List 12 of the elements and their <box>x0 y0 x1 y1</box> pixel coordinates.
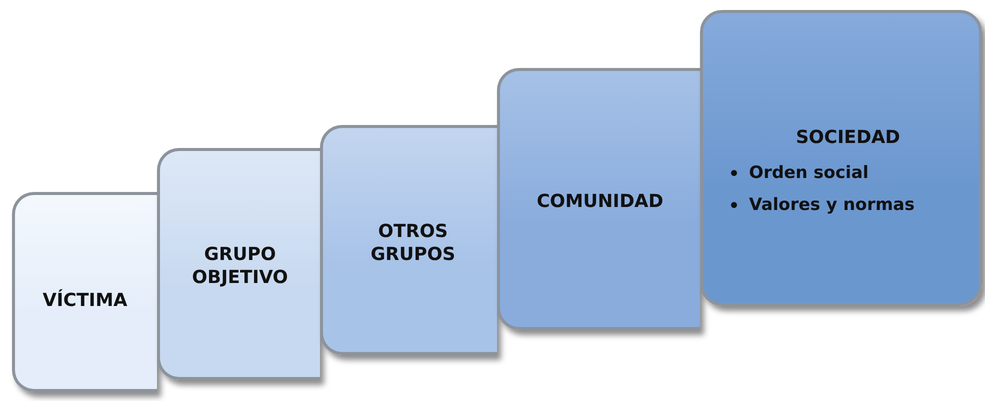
rounded-box <box>700 10 982 306</box>
bullet-item: Valores y normas <box>749 194 915 216</box>
rounded-box <box>320 125 497 355</box>
box-title: SOCIEDAD <box>796 126 900 148</box>
bullet-item: Orden social <box>749 162 869 184</box>
box-title: COMUNIDAD <box>536 190 664 212</box>
box-title: GRUPO OBJETIVO <box>191 243 289 289</box>
rounded-box <box>12 192 157 392</box>
rounded-box <box>157 148 320 380</box>
box-title: OTROS GRUPOS <box>370 220 456 266</box>
box-title: VÍCTIMA <box>42 288 128 312</box>
rounded-box <box>497 68 700 330</box>
